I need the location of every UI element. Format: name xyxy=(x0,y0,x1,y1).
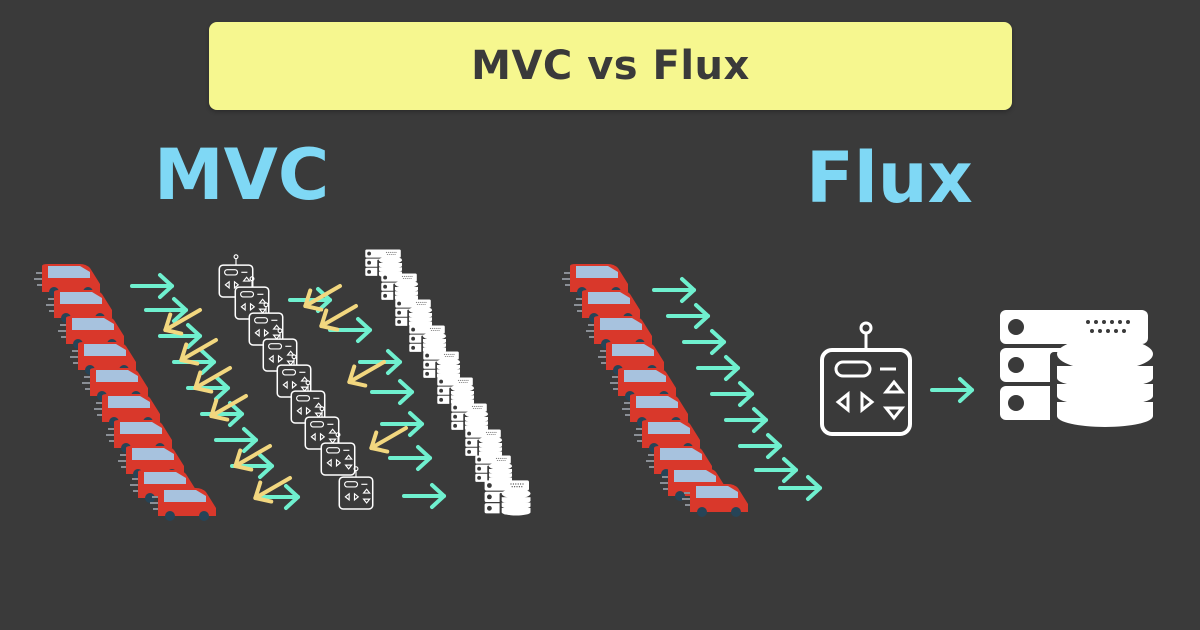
arrow-icon xyxy=(930,377,974,403)
arrow-icon xyxy=(652,277,696,303)
database-icon xyxy=(437,377,476,406)
arrow-icon xyxy=(682,329,726,355)
database-icon xyxy=(381,273,420,302)
database-icon xyxy=(423,351,462,380)
arrow-icon xyxy=(200,401,244,427)
database-icon xyxy=(475,455,514,484)
title-banner: MVC vs Flux xyxy=(209,22,1012,110)
arrow-icon xyxy=(256,484,300,510)
mvc-heading: MVC xyxy=(154,134,330,216)
arrow-icon xyxy=(144,297,188,323)
controller-icon xyxy=(820,321,912,436)
car-icon xyxy=(150,488,216,521)
database-icon xyxy=(1000,310,1160,427)
flux-heading: Flux xyxy=(806,137,973,219)
database-icon xyxy=(465,429,504,458)
arrow-icon xyxy=(341,350,392,394)
database-icon xyxy=(409,325,448,354)
arrow-icon xyxy=(388,445,432,471)
flux-cars xyxy=(562,264,748,517)
mvc-cars xyxy=(34,264,216,521)
arrow-icon xyxy=(402,483,446,509)
title-text: MVC vs Flux xyxy=(471,43,750,89)
arrow-icon xyxy=(297,274,348,318)
arrow-icon xyxy=(370,379,414,405)
arrow-icon xyxy=(130,273,174,299)
database-icon xyxy=(365,249,404,278)
arrow-icon xyxy=(754,457,798,483)
arrow-icon xyxy=(666,303,710,329)
arrow-icon xyxy=(738,433,782,459)
arrow-icon xyxy=(696,355,740,381)
arrow-icon xyxy=(214,427,258,453)
mvc-databases xyxy=(365,249,533,516)
database-icon xyxy=(395,299,434,328)
database-icon xyxy=(451,403,490,432)
car-icon xyxy=(682,484,748,517)
arrow-icon xyxy=(724,407,768,433)
arrow-icon xyxy=(710,381,754,407)
database-icon xyxy=(484,480,533,516)
